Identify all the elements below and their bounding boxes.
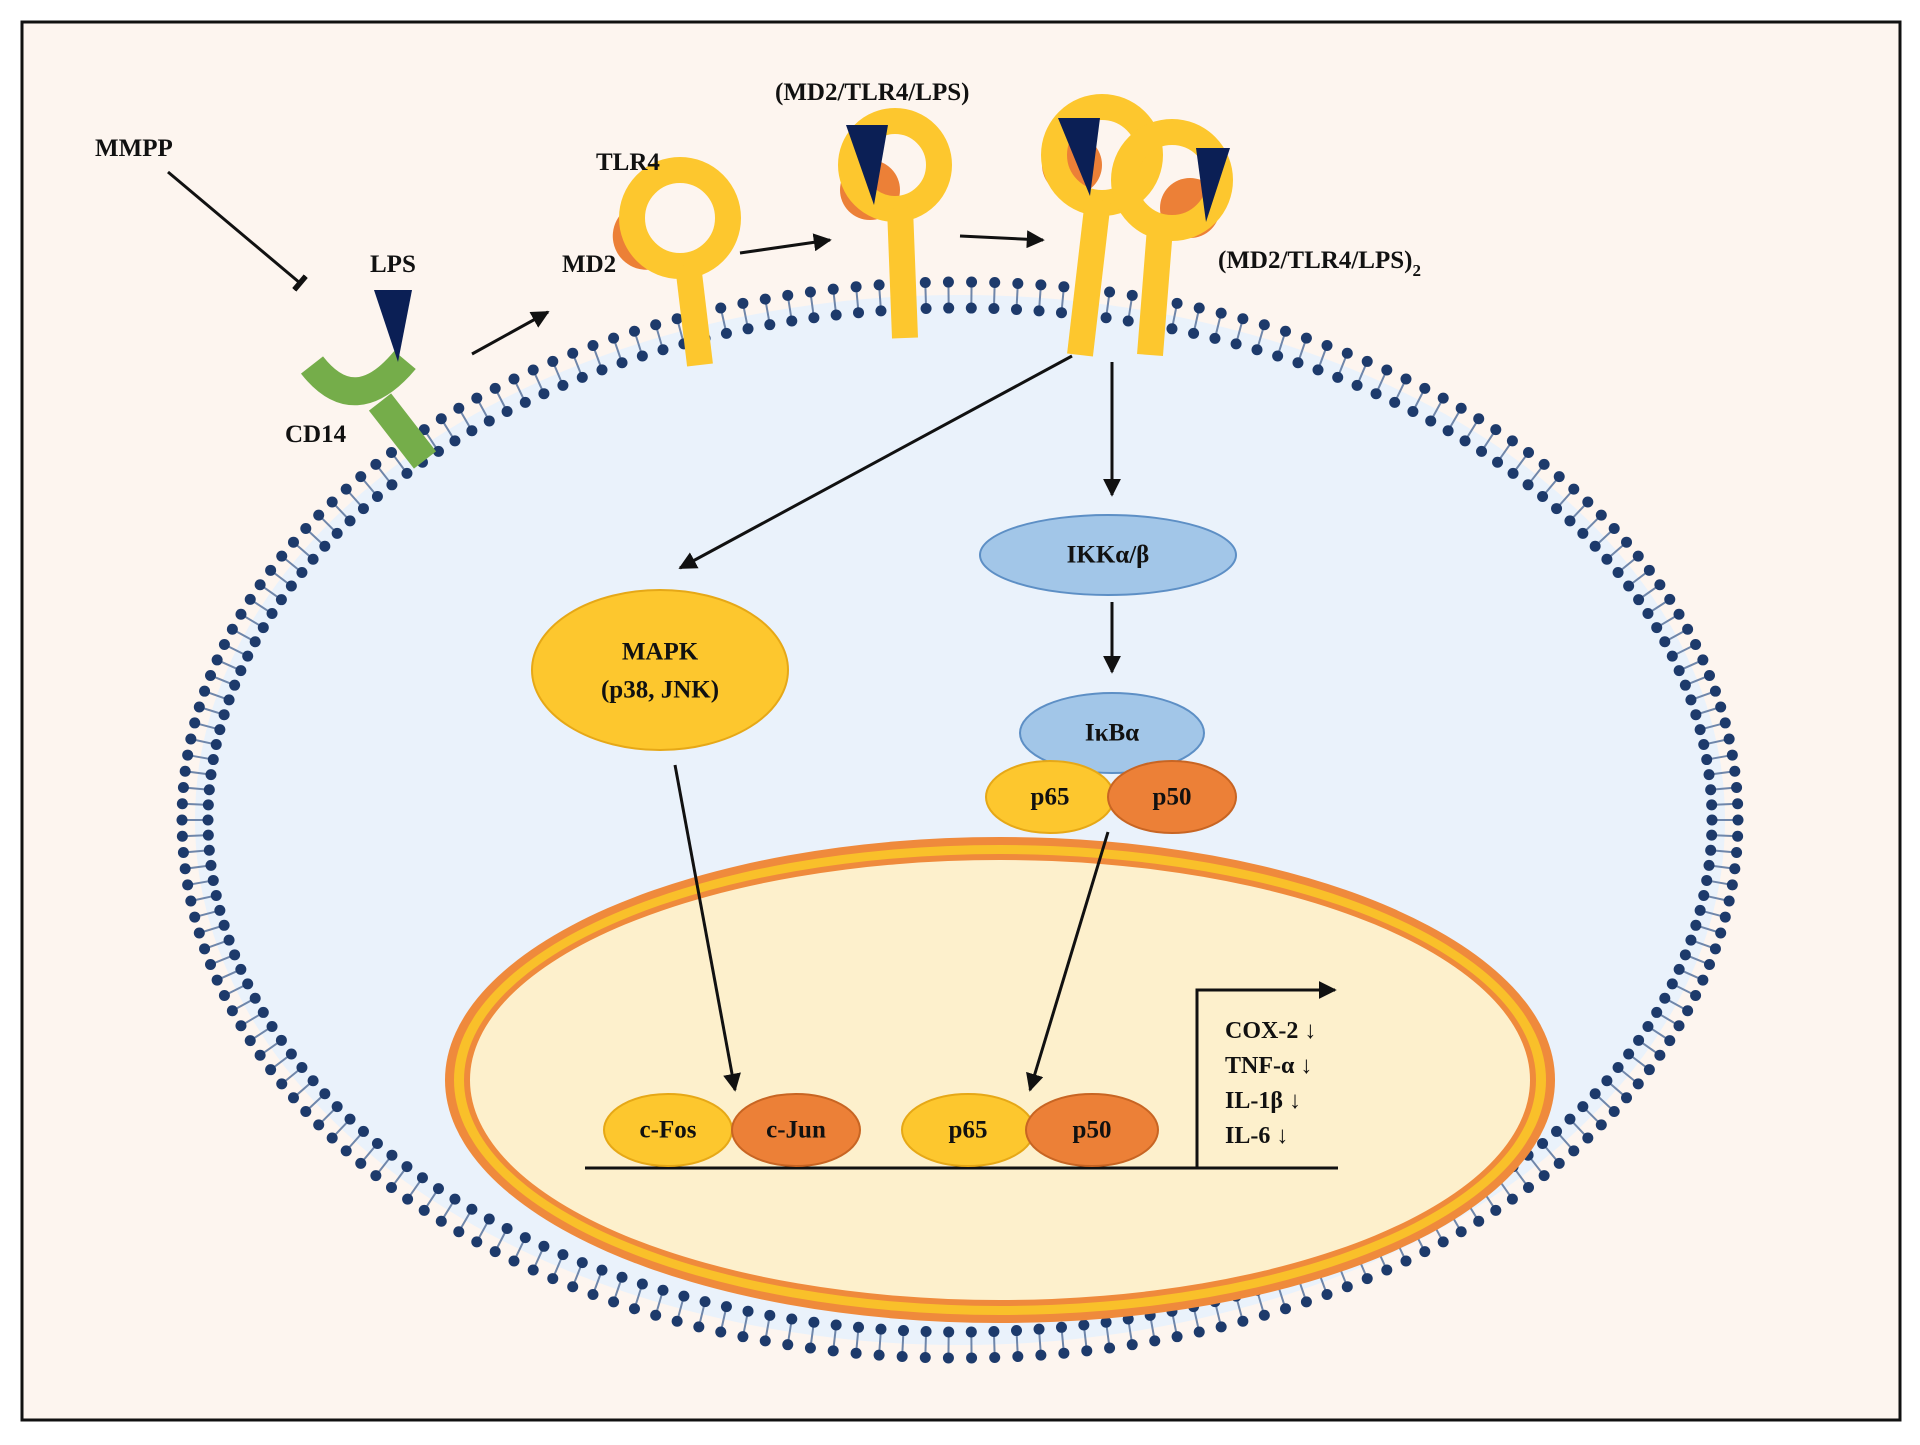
tlr4-label: TLR4: [596, 149, 660, 176]
mapk-subtitle: (p38, JNK): [601, 677, 719, 704]
cjun-node: c-Jun: [732, 1094, 860, 1166]
mapk-label: MAPK: [622, 639, 699, 666]
gene-item: COX-2 ↓: [1225, 1018, 1316, 1044]
nucleus: [445, 837, 1555, 1323]
ikk-node: IKKα/β: [980, 515, 1236, 595]
complex-monomer-label: (MD2/TLR4/LPS): [775, 79, 969, 106]
p65-cyto-node: p65: [986, 761, 1114, 833]
p50-cyto-label: p50: [1153, 784, 1192, 811]
p65-nuc-label: p65: [949, 1117, 988, 1144]
gene-item: TNF-α ↓: [1225, 1053, 1312, 1079]
gene-item: IL-6 ↓: [1225, 1123, 1288, 1149]
p50-nuc-node: p50: [1026, 1094, 1158, 1166]
cjun-label: c-Jun: [766, 1117, 826, 1144]
p50-nuc-label: p50: [1073, 1117, 1112, 1144]
ikk-label: IKKα/β: [1067, 542, 1150, 569]
p50-cyto-node: p50: [1108, 761, 1236, 833]
gene-item: IL-1β ↓: [1225, 1088, 1301, 1114]
ikba-label: IκBα: [1085, 720, 1139, 747]
mmpp-label: MMPP: [95, 135, 173, 162]
cfos-node: c-Fos: [604, 1094, 732, 1166]
mapk-node: MAPK (p38, JNK): [532, 590, 788, 750]
md2-label: MD2: [562, 251, 616, 278]
lps-label: LPS: [370, 251, 416, 278]
cfos-label: c-Fos: [640, 1117, 697, 1144]
p65-nuc-node: p65: [902, 1094, 1034, 1166]
cd14-label: CD14: [285, 421, 347, 448]
p65-cyto-label: p65: [1031, 784, 1070, 811]
